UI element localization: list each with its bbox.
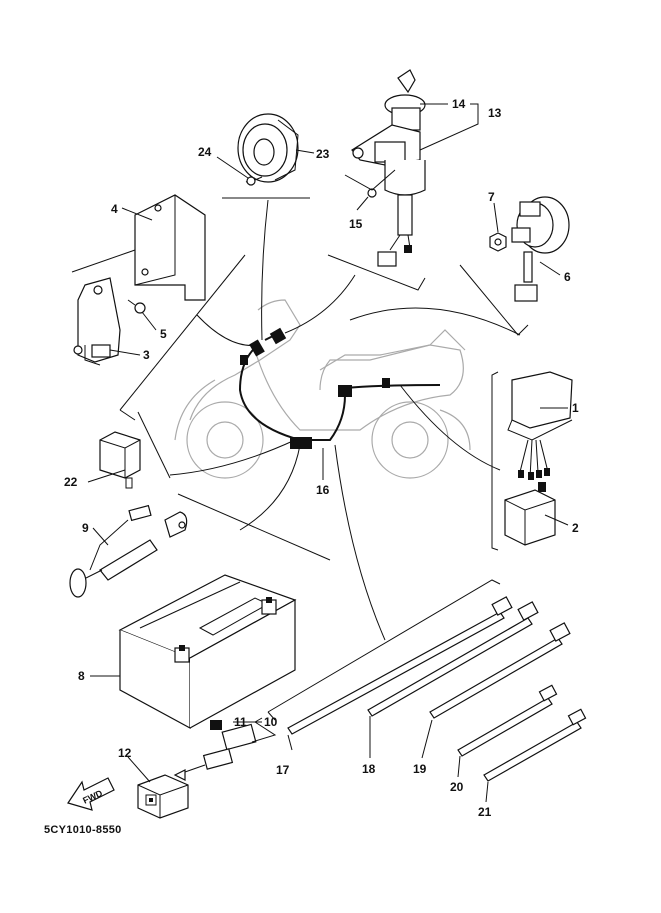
cable-tie-part-20 — [457, 684, 558, 757]
grommet-part-23 — [237, 113, 299, 183]
wire-harness — [238, 327, 441, 449]
callout-6: 6 — [564, 270, 571, 284]
callout-16: 16 — [316, 483, 330, 497]
callout-12: 12 — [118, 746, 132, 760]
callout-20: 20 — [450, 780, 464, 794]
cable-tie-part-19 — [429, 622, 571, 719]
callout-17: 17 — [276, 763, 290, 777]
callout-5: 5 — [160, 327, 167, 341]
fuse-part-11 — [173, 720, 257, 781]
region-brackets — [119, 197, 529, 721]
callout-18: 18 — [362, 762, 376, 776]
callout-21: 21 — [478, 805, 492, 819]
callout-14: 14 — [452, 97, 466, 111]
callout-24: 24 — [198, 145, 212, 159]
relay-unit-part-1 — [507, 371, 573, 480]
callout-15: 15 — [349, 217, 363, 231]
cable-tie-part-17 — [287, 596, 513, 735]
callout-4: 4 — [111, 202, 118, 216]
main-switch-part-13 — [351, 69, 426, 267]
guide-lines — [169, 199, 521, 641]
callout-22: 22 — [64, 475, 78, 489]
callout-23: 23 — [316, 147, 330, 161]
callout-numbers: 1 2 3 4 5 6 7 8 9 10 11 12 13 14 15 16 1… — [64, 97, 579, 819]
callout-19: 19 — [413, 762, 427, 776]
forward-arrow-icon: FWD — [67, 777, 115, 811]
regulator-part-3 — [73, 277, 121, 366]
battery-lead-part-9 — [69, 504, 188, 598]
nut-part-7 — [489, 232, 507, 252]
cable-tie-part-18 — [367, 601, 539, 717]
callout-11: 11 — [234, 715, 247, 729]
callout-3: 3 — [143, 348, 150, 362]
leader-lines — [87, 103, 569, 803]
callout-13: 13 — [488, 106, 502, 120]
battery-part-8 — [118, 574, 297, 730]
sensor-part-6 — [511, 196, 570, 302]
starter-relay-part-12 — [137, 774, 189, 819]
callout-8: 8 — [78, 669, 85, 683]
bracket-part-4 — [71, 194, 206, 301]
coupler-part-2 — [504, 482, 556, 546]
callout-2: 2 — [572, 521, 579, 535]
screw-part-15 — [344, 169, 396, 198]
callout-10: 10 — [264, 715, 278, 729]
screw-part-5 — [127, 299, 146, 314]
diagram-code: 5CY1010-8550 — [44, 824, 122, 836]
callout-1: 1 — [572, 401, 579, 415]
callout-7: 7 — [488, 190, 495, 204]
screw-part-24 — [245, 176, 263, 186]
scooter-silhouette — [174, 299, 471, 479]
cable-ties — [287, 596, 587, 782]
callout-9: 9 — [82, 521, 89, 535]
flasher-relay-part-22 — [99, 431, 141, 489]
cable-tie-part-21 — [483, 708, 587, 782]
